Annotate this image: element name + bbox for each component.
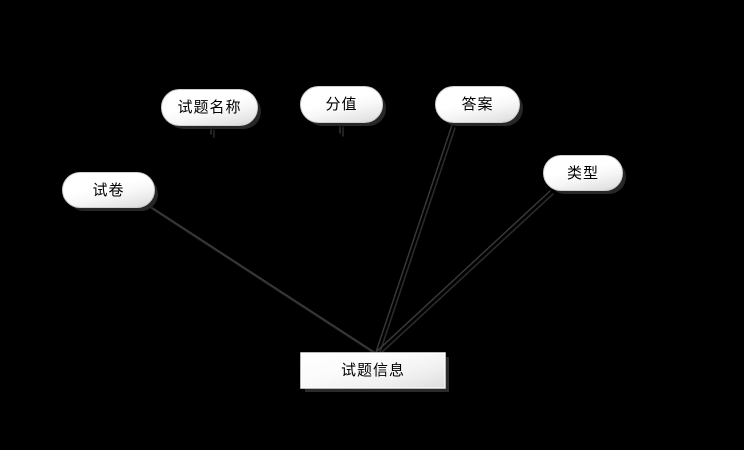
attribute-node-exam-paper[interactable]: 试卷 xyxy=(62,172,155,208)
attribute-label: 分值 xyxy=(325,95,358,113)
attribute-node-question-name[interactable]: 试题名称 xyxy=(161,89,258,126)
edge-question-type xyxy=(375,190,554,356)
entity-node-exam-question-info[interactable]: 试题信息 xyxy=(300,352,446,389)
attribute-label: 答案 xyxy=(461,95,494,113)
attribute-label: 试题名称 xyxy=(177,98,242,116)
attribute-node-answer[interactable]: 答案 xyxy=(435,86,520,123)
attribute-node-question-type[interactable]: 类型 xyxy=(543,155,623,191)
edge-score-value xyxy=(339,123,344,137)
entity-label: 试题信息 xyxy=(340,361,405,379)
edge-exam-paper xyxy=(147,204,378,356)
edge-answer xyxy=(375,124,456,356)
attribute-node-score-value[interactable]: 分值 xyxy=(300,86,383,123)
attribute-label: 试卷 xyxy=(92,180,125,199)
edge-question-name xyxy=(210,126,215,138)
attribute-label: 类型 xyxy=(566,163,599,182)
